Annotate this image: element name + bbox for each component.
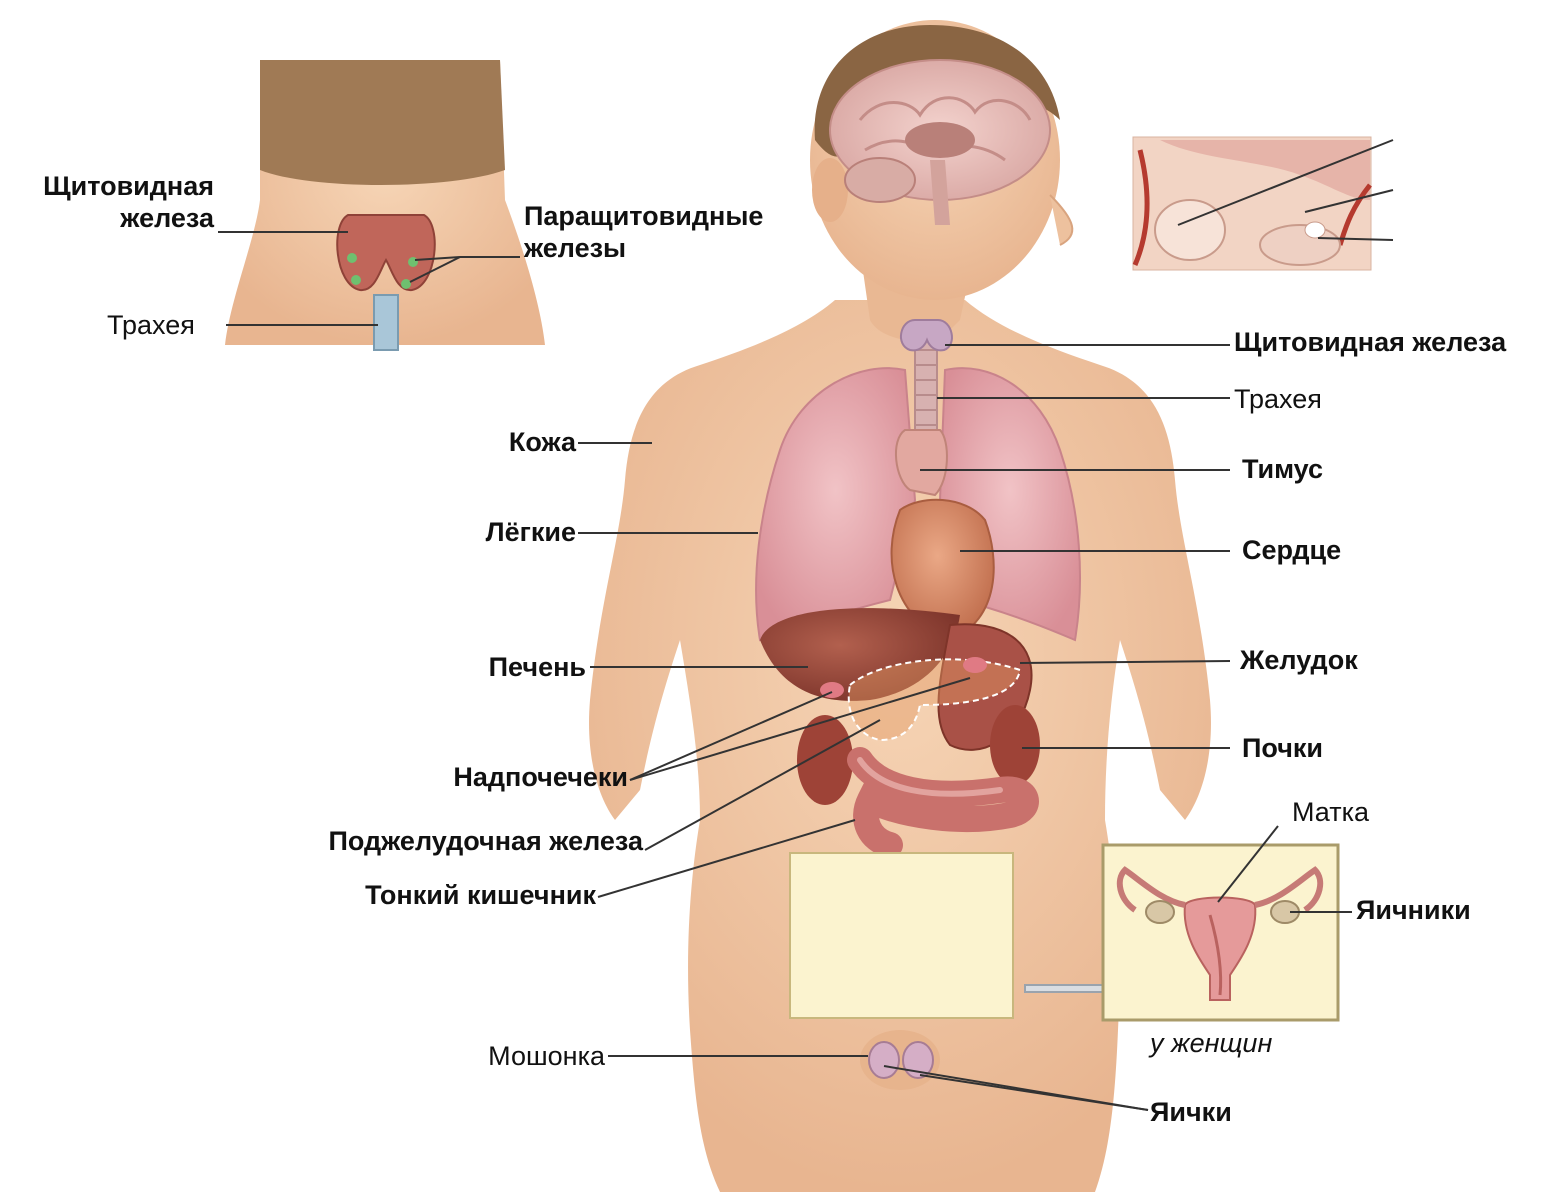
label-ovaries: Яичники (1356, 894, 1471, 926)
adrenal-right (963, 657, 987, 673)
kidney-right (990, 705, 1040, 785)
kidney-left (797, 715, 853, 805)
label-parathyroid: Паращитовидные железы (524, 200, 763, 264)
testis-left (869, 1042, 899, 1078)
label-thymus: Тимус (1242, 453, 1323, 485)
label-pancreas: Поджелудочная железа (240, 825, 643, 857)
label-trachea: Трахея (1234, 383, 1322, 415)
label-lungs: Лёгкие (380, 516, 576, 548)
nose (1050, 195, 1072, 245)
ear (812, 158, 848, 222)
female-inset (1103, 845, 1338, 1020)
label-thyroid: Щитовидная железа (1234, 326, 1506, 358)
label-kidneys: Почки (1242, 732, 1323, 764)
male-reproductive-box (790, 853, 1013, 1018)
female-caption: у женщин (1150, 1027, 1272, 1059)
label-neck-trachea: Трахея (107, 309, 195, 341)
label-uterus: Матка (1292, 796, 1369, 828)
label-liver: Печень (380, 651, 586, 683)
label-adrenals: Надпочечеки (300, 761, 628, 793)
label-stomach: Желудок (1240, 644, 1358, 676)
label-scrotum: Мошонка (400, 1040, 605, 1072)
ovary-left (1146, 901, 1174, 923)
label-small-intestine: Тонкий кишечник (240, 879, 596, 911)
neck-inset (225, 60, 545, 350)
label-skin: Кожа (380, 426, 576, 458)
label-heart: Сердце (1242, 534, 1341, 566)
label-neck-thyroid: Щитовидная железа (12, 170, 214, 234)
neck-hair (260, 60, 505, 185)
label-testes: Яички (1150, 1096, 1232, 1128)
pituitary-inset (1133, 137, 1393, 270)
